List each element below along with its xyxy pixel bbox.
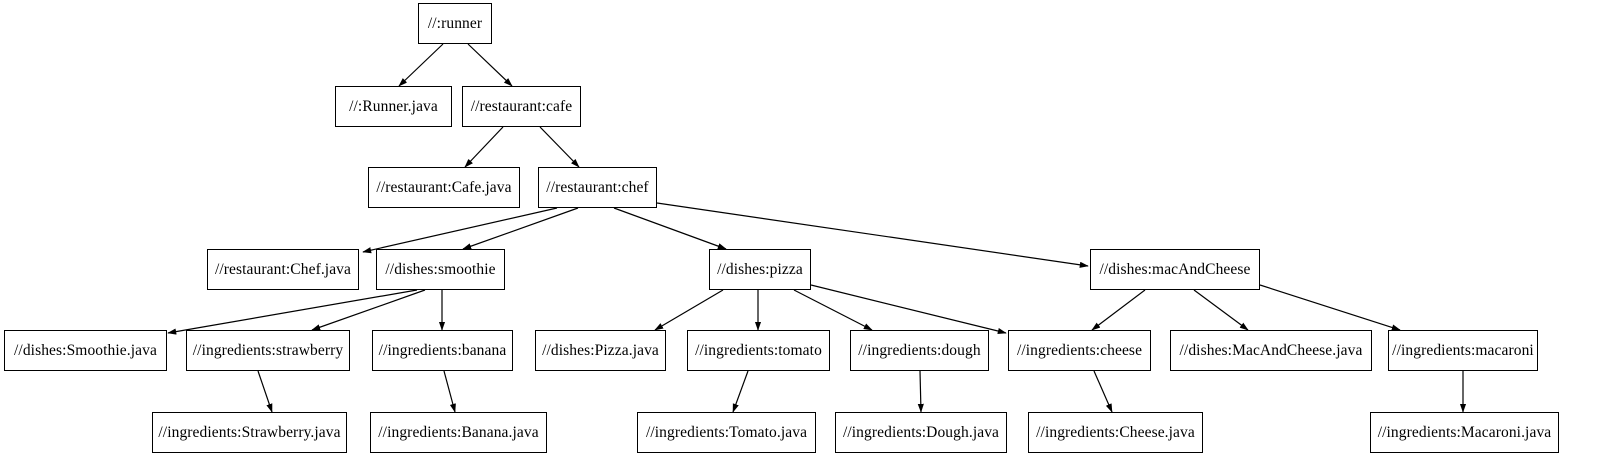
node-ing_tomato[interactable]: //ingredients:tomato (687, 330, 830, 371)
edge-ing_tomato-to-ing_tomato_java (732, 370, 749, 413)
node-dishes_pizza_java[interactable]: //dishes:Pizza.java (535, 330, 666, 371)
edge-ing_strawberry-to-ing_strawberry_java (257, 370, 273, 413)
edge-runner-to-restaurant_cafe (467, 43, 513, 87)
node-label: //:runner (427, 14, 483, 32)
node-label: //dishes:smoothie (385, 260, 496, 278)
node-ing_macaroni[interactable]: //ingredients:macaroni (1388, 330, 1538, 371)
node-restaurant_chef[interactable]: //restaurant:chef (538, 167, 657, 208)
edge-dishes_smoothie-to-ing_strawberry (311, 289, 426, 331)
node-ing_macaroni_java[interactable]: //ingredients:Macaroni.java (1370, 412, 1559, 453)
node-runner[interactable]: //:runner (418, 3, 492, 44)
node-label: //dishes:macAndCheese (1099, 260, 1251, 278)
node-label: //restaurant:cafe (470, 97, 573, 115)
node-restaurant_cafe_java[interactable]: //restaurant:Cafe.java (368, 167, 520, 208)
edge-dishes_macandcheese-to-ing_cheese (1091, 289, 1146, 331)
edge-restaurant_chef-to-restaurant_chef_java (362, 207, 558, 254)
node-label: //dishes:Smoothie.java (14, 341, 157, 359)
node-label: //ingredients:Banana.java (378, 423, 539, 441)
node-dishes_smoothie_java[interactable]: //dishes:Smoothie.java (4, 330, 167, 371)
node-label: //restaurant:chef (546, 178, 649, 196)
node-runner_java[interactable]: //:Runner.java (335, 86, 452, 127)
edge-dishes_pizza-to-dishes_pizza_java (654, 289, 724, 331)
edge-dishes_smoothie-to-dishes_smoothie_java (167, 289, 418, 335)
node-label: //ingredients:Macaroni.java (1377, 423, 1552, 441)
node-label: //ingredients:strawberry (192, 341, 344, 359)
edge-restaurant_chef-to-dishes_pizza (613, 207, 727, 250)
node-label: //ingredients:cheese (1016, 341, 1143, 359)
node-label: //ingredients:Tomato.java (645, 423, 808, 441)
node-label: //restaurant:Cafe.java (376, 178, 512, 196)
edge-ing_banana-to-ing_banana_java (443, 370, 456, 413)
node-dishes_macandcheese_java[interactable]: //dishes:MacAndCheese.java (1170, 330, 1372, 371)
node-ing_strawberry[interactable]: //ingredients:strawberry (186, 330, 350, 371)
node-label: //dishes:Pizza.java (542, 341, 659, 359)
edge-restaurant_chef-to-dishes_smoothie (462, 207, 579, 250)
node-ing_dough[interactable]: //ingredients:dough (850, 330, 989, 371)
node-ing_dough_java[interactable]: //ingredients:Dough.java (835, 412, 1007, 453)
node-ing_tomato_java[interactable]: //ingredients:Tomato.java (637, 412, 816, 453)
node-label: //:Runner.java (349, 97, 438, 115)
node-dishes_smoothie[interactable]: //dishes:smoothie (376, 249, 505, 290)
node-label: //ingredients:dough (858, 341, 981, 359)
edge-restaurant_cafe-to-restaurant_cafe_java (464, 126, 504, 168)
edge-dishes_macandcheese-to-dishes_macandcheese_java (1193, 289, 1249, 331)
node-label: //ingredients:Strawberry.java (158, 423, 341, 441)
edge-dishes_pizza-to-ing_dough (793, 289, 873, 331)
node-label: //dishes:pizza (717, 260, 803, 278)
node-restaurant_cafe[interactable]: //restaurant:cafe (462, 86, 581, 127)
edge-runner-to-runner_java (398, 43, 444, 87)
node-label: //ingredients:Cheese.java (1036, 423, 1195, 441)
node-label: //ingredients:banana (378, 341, 507, 359)
node-ing_cheese_java[interactable]: //ingredients:Cheese.java (1028, 412, 1203, 453)
node-label: //restaurant:Chef.java (214, 260, 352, 278)
node-ing_banana[interactable]: //ingredients:banana (372, 330, 513, 371)
node-label: //dishes:MacAndCheese.java (1179, 341, 1363, 359)
edge-dishes_pizza-to-ing_cheese (810, 284, 1007, 335)
node-label: //ingredients:macaroni (1392, 341, 1534, 359)
edge-restaurant_cafe-to-restaurant_chef (539, 126, 580, 168)
node-ing_strawberry_java[interactable]: //ingredients:Strawberry.java (152, 412, 347, 453)
node-dishes_macandcheese[interactable]: //dishes:macAndCheese (1090, 249, 1260, 290)
node-ing_banana_java[interactable]: //ingredients:Banana.java (370, 412, 547, 453)
node-label: //ingredients:Dough.java (842, 423, 1000, 441)
node-restaurant_chef_java[interactable]: //restaurant:Chef.java (207, 249, 359, 290)
node-label: //ingredients:tomato (695, 341, 822, 359)
edge-dishes_macandcheese-to-ing_macaroni (1259, 284, 1401, 331)
edge-ing_dough-to-ing_dough_java (917, 370, 924, 413)
node-ing_cheese[interactable]: //ingredients:cheese (1008, 330, 1151, 371)
edge-ing_cheese-to-ing_cheese_java (1093, 370, 1113, 413)
node-dishes_pizza[interactable]: //dishes:pizza (709, 249, 811, 290)
